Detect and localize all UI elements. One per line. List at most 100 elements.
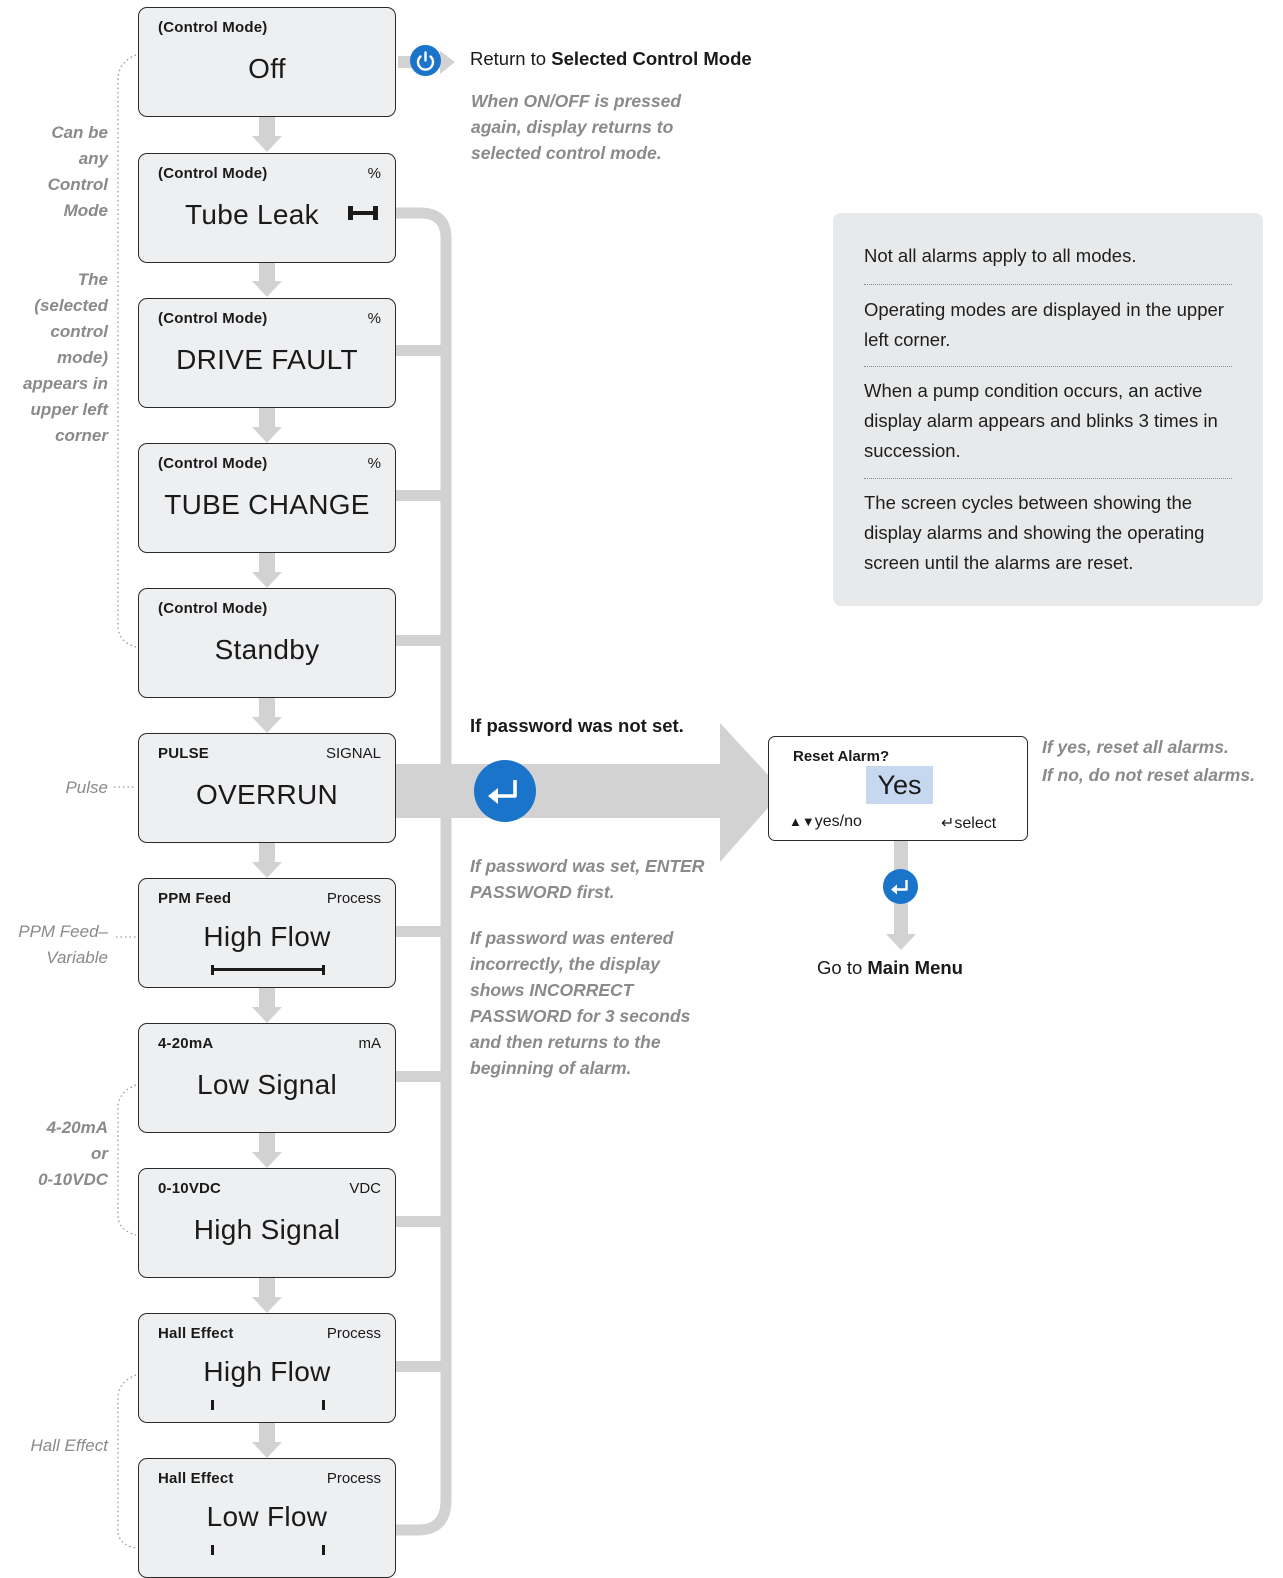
screen-mode: PULSE [158, 745, 210, 762]
note-line: corner [55, 426, 108, 445]
screen-low-signal: 4-20mA mA Low Signal [138, 1023, 396, 1133]
note-line: If yes, reset all alarms. [1042, 737, 1229, 757]
note-line: PASSWORD first. [470, 882, 615, 902]
screen-hall-low-flow: Hall Effect Process Low Flow [138, 1458, 396, 1578]
screen-tube-leak: (Control Mode) % Tube Leak [138, 153, 396, 263]
nav-label: yes/no [814, 813, 862, 830]
note-line: upper left [30, 400, 108, 419]
screen-message: Low Flow [206, 1501, 328, 1532]
note-line: If password was set, ENTER [470, 856, 705, 876]
note-line: appears in [22, 374, 108, 393]
divider [864, 366, 1232, 367]
info-item: The screen cycles between showing the di… [864, 492, 1205, 573]
flow-range-bar-icon [211, 965, 325, 975]
screen-message: DRIVE FAULT [176, 344, 358, 375]
go-to-main-menu: Go to Main Menu [817, 957, 963, 979]
enter-icon [891, 880, 908, 895]
note-pulse: Pulse [65, 778, 108, 797]
note-selected-mode: The (selected control mode) appears in u… [23, 267, 108, 449]
password-not-set-label: If password was not set. [470, 715, 684, 736]
note-line: 4-20mA [46, 1118, 108, 1137]
screen-unit: % [367, 165, 381, 182]
enter-icon [488, 780, 517, 804]
screen-high-signal: 0-10VDC VDC High Signal [138, 1168, 396, 1278]
screen-tube-change: (Control Mode) % TUBE CHANGE [138, 443, 396, 553]
screen-unit: Process [326, 1470, 381, 1487]
info-item: Operating modes are displayed in the upp… [864, 299, 1224, 350]
screen-message: High Signal [193, 1214, 341, 1245]
screen-message: Tube Leak [185, 199, 319, 230]
reset-alarm-value[interactable]: Yes [866, 766, 933, 804]
power-button[interactable] [410, 45, 441, 76]
enter-icon: ↵ [941, 815, 955, 832]
note-any-control-mode: Can be any Control Mode [48, 120, 108, 224]
hall-tick-marks-icon [211, 1400, 325, 1410]
screen-ppm-high-flow: PPM Feed Process High Flow [138, 878, 396, 988]
enter-button[interactable] [474, 760, 536, 822]
screen-hall-high-flow: Hall Effect Process High Flow [138, 1313, 396, 1423]
screen-mode: (Control Mode) [158, 455, 268, 472]
note-line: If password was entered [470, 928, 674, 948]
return-prefix: Return to [470, 48, 552, 69]
note-line: 0-10VDC [38, 1170, 108, 1189]
down-arrows [252, 115, 282, 1458]
screen-unit: % [367, 455, 381, 472]
screen-overrun: PULSE SIGNAL OVERRUN [138, 733, 396, 843]
main-menu-prefix: Go to [817, 957, 868, 978]
screen-unit: Process [326, 890, 381, 907]
screen-mode: Hall Effect [158, 1470, 234, 1487]
screen-mode: (Control Mode) [158, 165, 268, 182]
note-line: or [91, 1144, 108, 1163]
screen-message: Low Signal [197, 1069, 337, 1100]
screen-standby: (Control Mode) Standby [138, 588, 396, 698]
screen-drive-fault: (Control Mode) % DRIVE FAULT [138, 298, 396, 408]
note-line: The [77, 270, 108, 289]
note-line: PPM Feed– [18, 922, 108, 941]
divider [864, 478, 1232, 479]
note-line: selected control mode. [471, 143, 662, 163]
screen-unit: SIGNAL [325, 745, 381, 762]
up-down-arrows-icon: ▲▼ [789, 814, 815, 829]
screen-mode: PPM Feed [158, 890, 232, 907]
screen-mode: (Control Mode) [158, 19, 268, 36]
note-line: Mode [63, 201, 108, 220]
reset-alarm-title: Reset Alarm? [793, 748, 890, 765]
enter-button-small[interactable] [883, 869, 918, 904]
note-line: beginning of alarm. [470, 1058, 632, 1078]
power-icon [416, 51, 435, 71]
screen-unit: % [367, 310, 381, 327]
note-hall-effect: Hall Effect [30, 1436, 108, 1455]
note-line: mode) [57, 348, 108, 367]
info-item: Not all alarms apply to all modes. [864, 245, 1137, 266]
screen-message: OVERRUN [195, 779, 339, 810]
password-set-note: If password was set, ENTER PASSWORD firs… [470, 853, 704, 905]
select-hint: ↵select [941, 813, 996, 833]
note-line: When ON/OFF is pressed [471, 91, 682, 111]
screen-unit: mA [358, 1035, 382, 1052]
screen-message: TUBE CHANGE [164, 489, 370, 520]
note-line: Can be [51, 123, 108, 142]
screen-mode: 0-10VDC [158, 1180, 222, 1197]
note-analog: 4-20mA or 0-10VDC [38, 1115, 108, 1193]
password-incorrect-note: If password was entered incorrectly, the… [470, 925, 690, 1081]
screen-off: (Control Mode) Off [138, 7, 396, 117]
note-line: shows INCORRECT [470, 980, 634, 1000]
note-line: any [78, 149, 108, 168]
screen-message: High Flow [203, 1356, 331, 1387]
info-item: When a pump condition occurs, an active … [864, 380, 1218, 461]
note-line: (selected [34, 296, 108, 315]
hall-tick-marks-icon [211, 1545, 325, 1555]
onoff-note: When ON/OFF is pressed again, display re… [471, 88, 681, 166]
tube-leak-icon [348, 206, 378, 220]
divider [864, 284, 1232, 285]
screen-unit: VDC [349, 1180, 381, 1197]
main-menu-target: Main Menu [867, 957, 963, 978]
note-line: Variable [46, 948, 108, 967]
note-line: again, display returns to [471, 117, 674, 137]
screen-mode: (Control Mode) [158, 600, 268, 617]
select-label: select [954, 815, 997, 832]
reset-notes: If yes, reset all alarms. If no, do not … [1042, 733, 1255, 789]
screen-message: High Flow [203, 921, 331, 952]
screen-mode: (Control Mode) [158, 310, 268, 327]
return-target: Selected Control Mode [551, 48, 752, 69]
